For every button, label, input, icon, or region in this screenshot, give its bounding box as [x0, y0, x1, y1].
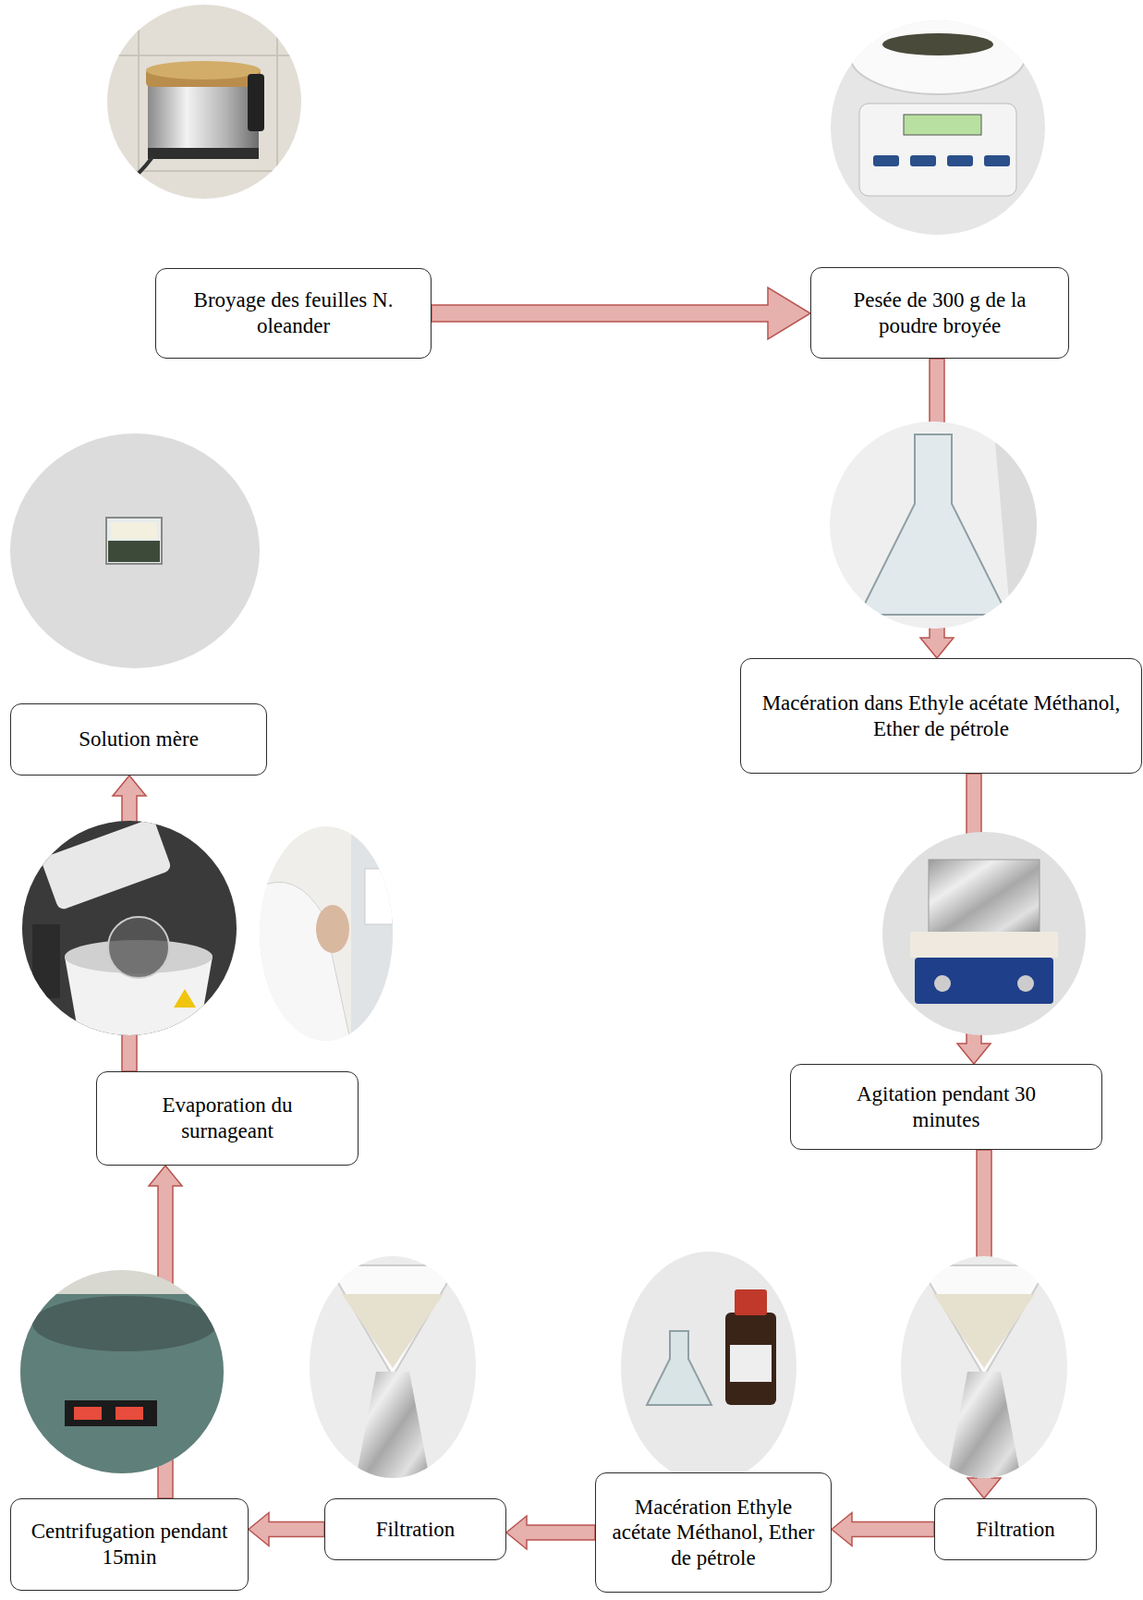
box-label: Evaporation du surnageant [124, 1092, 330, 1143]
centrifuge-photo [18, 1265, 232, 1479]
process-box: Agitation pendant 30 minutes [790, 1063, 1103, 1150]
block-arrow [831, 1512, 935, 1546]
hand-photo [258, 822, 398, 1045]
box-label: Pesée de 300 g de la poudre broyée [826, 287, 1054, 339]
block-arrow [431, 287, 811, 340]
reagents-photo [619, 1247, 800, 1488]
grinder-photo [101, 0, 315, 204]
filtration-photo [896, 1252, 1072, 1484]
rotary-evaporator-photo [18, 817, 241, 1040]
box-label: Filtration [975, 1516, 1056, 1543]
scale-photo [826, 16, 1049, 241]
filtration-photo [304, 1252, 481, 1484]
box-label: Agitation pendant 30 minutes [827, 1081, 1065, 1132]
box-label: Centrifugation pendant 15min [22, 1518, 237, 1569]
box-label: Filtration [376, 1516, 456, 1543]
box-label: Broyage des feuilles N. oleander [183, 287, 403, 339]
process-box: Broyage des feuilles N. oleander [155, 267, 432, 359]
process-box: Centrifugation pendant 15min [10, 1497, 249, 1591]
box-label: Macération Ethyle acétate Méthanol, Ethe… [607, 1494, 820, 1571]
process-box: Macération dans Ethyle acétate Méthanol,… [740, 657, 1143, 774]
box-label: Macération dans Ethyle acétate Méthanol,… [755, 690, 1127, 742]
stirrer-photo [877, 826, 1091, 1040]
block-arrow [248, 1512, 325, 1546]
block-arrow [506, 1515, 596, 1549]
process-box: Pesée de 300 g de la poudre broyée [810, 267, 1070, 359]
box-label: Solution mère [78, 726, 199, 753]
process-box: Evaporation du surnageant [96, 1070, 359, 1166]
stock-solution-photo [9, 429, 264, 670]
process-box: Filtration [934, 1497, 1097, 1560]
process-box: Filtration [324, 1497, 507, 1560]
process-box: Solution mère [10, 703, 268, 776]
flask-photo [826, 420, 1040, 633]
process-box: Macération Ethyle acétate Méthanol, Ethe… [595, 1471, 832, 1593]
